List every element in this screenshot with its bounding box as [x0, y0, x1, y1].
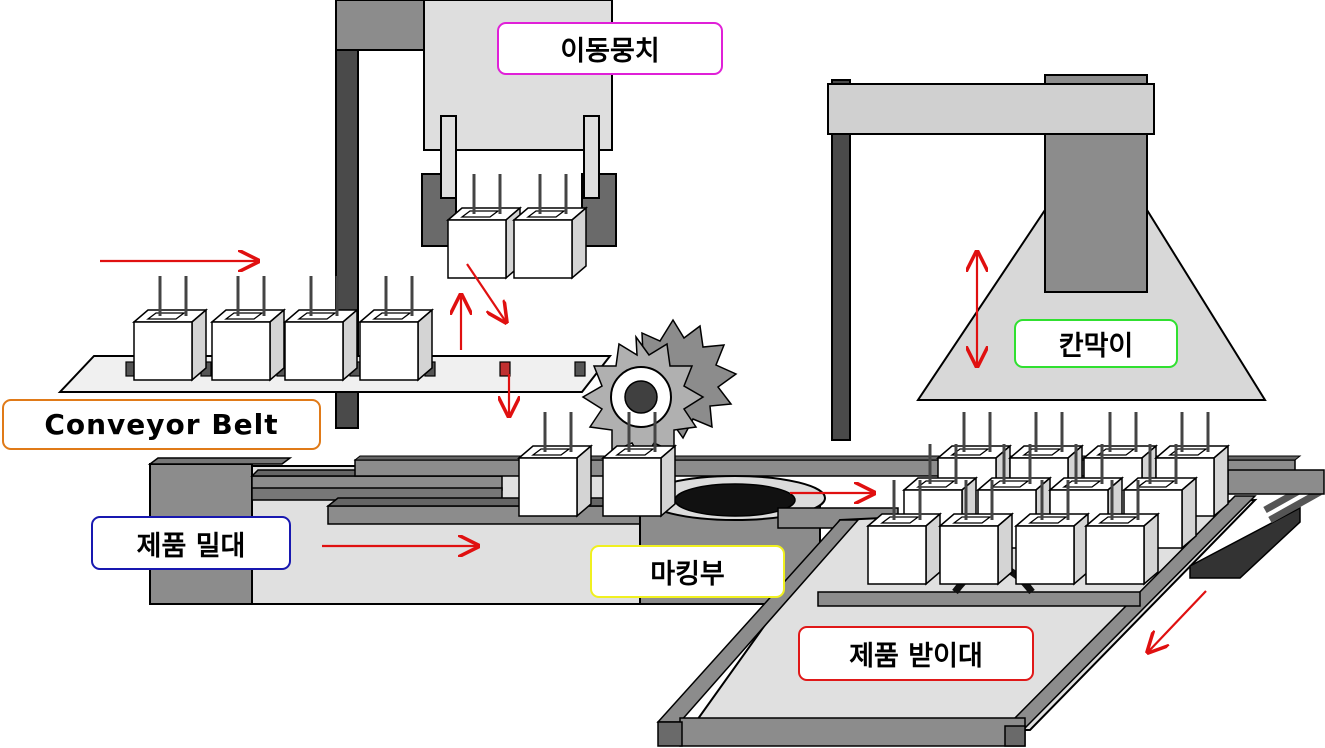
- gripped-products: [446, 172, 588, 280]
- label-transfer-device: 이동뭉치: [497, 22, 723, 75]
- partition-frame: [827, 74, 1267, 441]
- conveyor-products: [132, 274, 434, 382]
- label-product-receiver: 제품 받이대: [798, 626, 1034, 681]
- arrow-tray-out: [1148, 590, 1207, 652]
- label-product-pusher: 제품 밀대: [91, 516, 291, 570]
- flow-arrows: [100, 252, 1207, 652]
- label-partition: 칸막이: [1014, 319, 1178, 368]
- gear-icon: [581, 318, 738, 464]
- label-marking-unit: 마킹부: [590, 545, 785, 598]
- label-conveyor-belt: Conveyor Belt: [2, 399, 321, 450]
- arrow-to-gripper: [466, 263, 506, 322]
